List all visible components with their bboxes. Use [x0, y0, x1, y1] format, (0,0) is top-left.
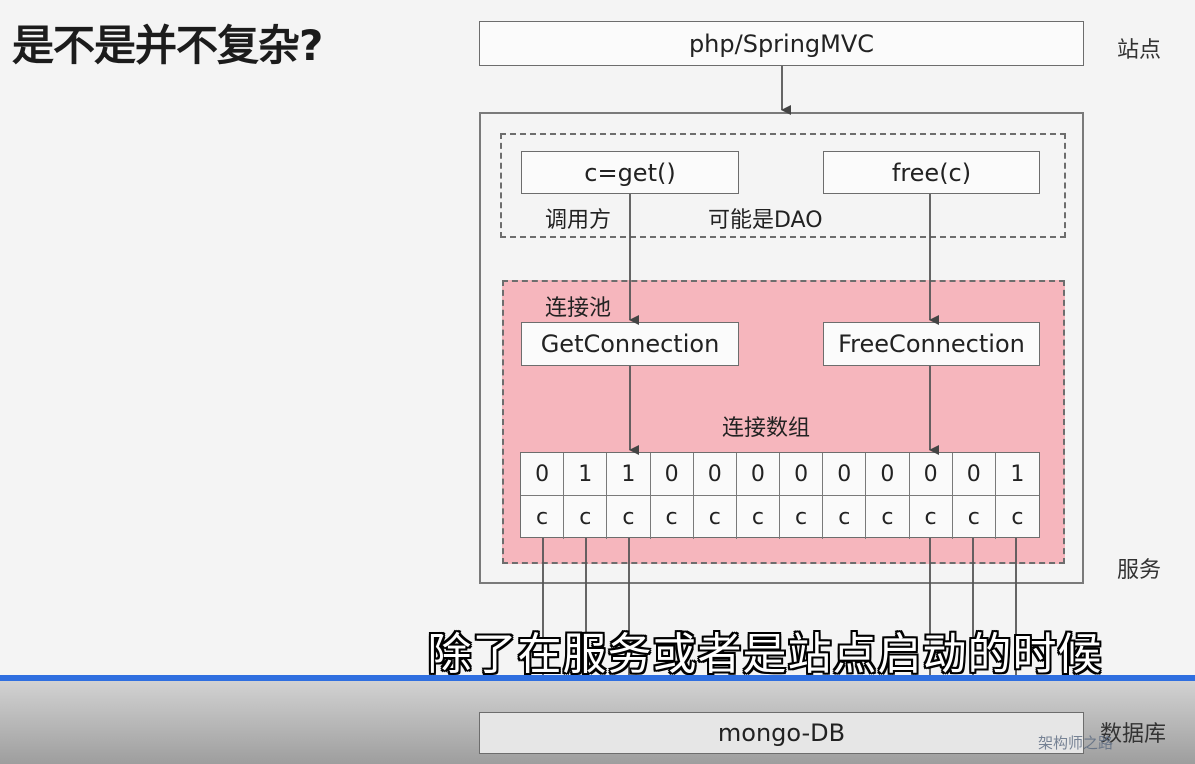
flag-cell: 1	[607, 453, 651, 496]
headline: 是不是并不复杂?	[12, 21, 323, 70]
flag-cell: 0	[823, 453, 867, 496]
conn-cell: c	[651, 496, 694, 539]
conn-cell: c	[780, 496, 824, 539]
subtitle: 除了在服务或者是站点启动的时候	[427, 629, 1103, 680]
caller-region	[500, 133, 1066, 238]
conn-cell: c	[1011, 505, 1024, 530]
free-call-box: free(c)	[823, 151, 1040, 194]
get-call-box: c=get()	[521, 151, 739, 194]
free-connection-box: FreeConnection	[823, 322, 1040, 366]
array-label: 连接数组	[722, 416, 811, 441]
flag-cell: 0	[693, 453, 737, 496]
conn-cell: c	[607, 496, 651, 539]
get-connection-box: GetConnection	[521, 322, 739, 366]
flag-cell: 0	[780, 453, 824, 496]
flag-cell: 0	[650, 453, 694, 496]
flag-cell: 0	[909, 453, 953, 496]
flag-cell: 1	[564, 453, 608, 496]
site-label: 站点	[1117, 38, 1162, 63]
flag-cell: 1	[995, 453, 1039, 496]
conn-cell: c	[910, 496, 953, 539]
pool-label: 连接池	[545, 296, 612, 321]
divider-line	[0, 675, 1195, 681]
conn-cell: c	[823, 496, 867, 539]
caller-label: 调用方	[545, 208, 612, 233]
conn-cell: c	[953, 496, 996, 539]
flag-cell: 0	[521, 453, 565, 496]
dao-label: 可能是DAO	[708, 208, 823, 233]
conn-cell: c	[521, 496, 565, 539]
conn-cell: c	[737, 496, 780, 539]
watermark: 架构师之路	[1038, 734, 1114, 752]
db-box: mongo-DB	[479, 712, 1084, 754]
flag-cell: 0	[736, 453, 780, 496]
conn-cell: c	[866, 496, 910, 539]
service-label: 服务	[1117, 558, 1162, 583]
db-label: 数据库	[1100, 722, 1167, 747]
flag-cell: 0	[866, 453, 910, 496]
flag-cell: 0	[952, 453, 996, 496]
conn-cell: c	[694, 496, 737, 539]
conn-cell: c	[564, 496, 608, 539]
site-box: php/SpringMVC	[479, 21, 1084, 66]
